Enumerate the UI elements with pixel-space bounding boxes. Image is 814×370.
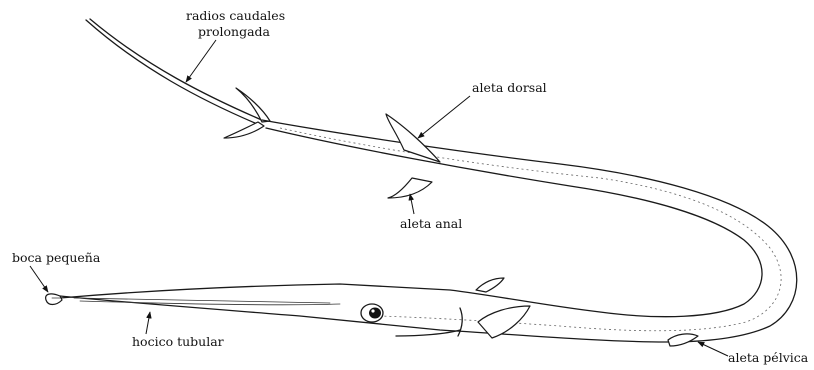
dorsal-fin-label: aleta dorsal	[472, 80, 547, 95]
pelvic-fin	[668, 334, 698, 346]
small-dorsal-fin	[476, 278, 504, 292]
pelvic-fin-label: aleta pélvica	[728, 350, 809, 365]
caudal-rays-label-line2: prolongada	[198, 24, 271, 39]
tail-lower-lobe	[224, 122, 264, 138]
anal-fin-label: aleta anal	[400, 216, 462, 231]
eye	[361, 304, 383, 322]
tubular-snout-label: hocico tubular	[132, 334, 224, 349]
mouth	[46, 294, 62, 305]
lateral-line	[280, 128, 781, 331]
caudal-rays-label-line1: radios caudales	[186, 8, 285, 23]
small-mouth-label: boca pequeña	[12, 250, 101, 265]
